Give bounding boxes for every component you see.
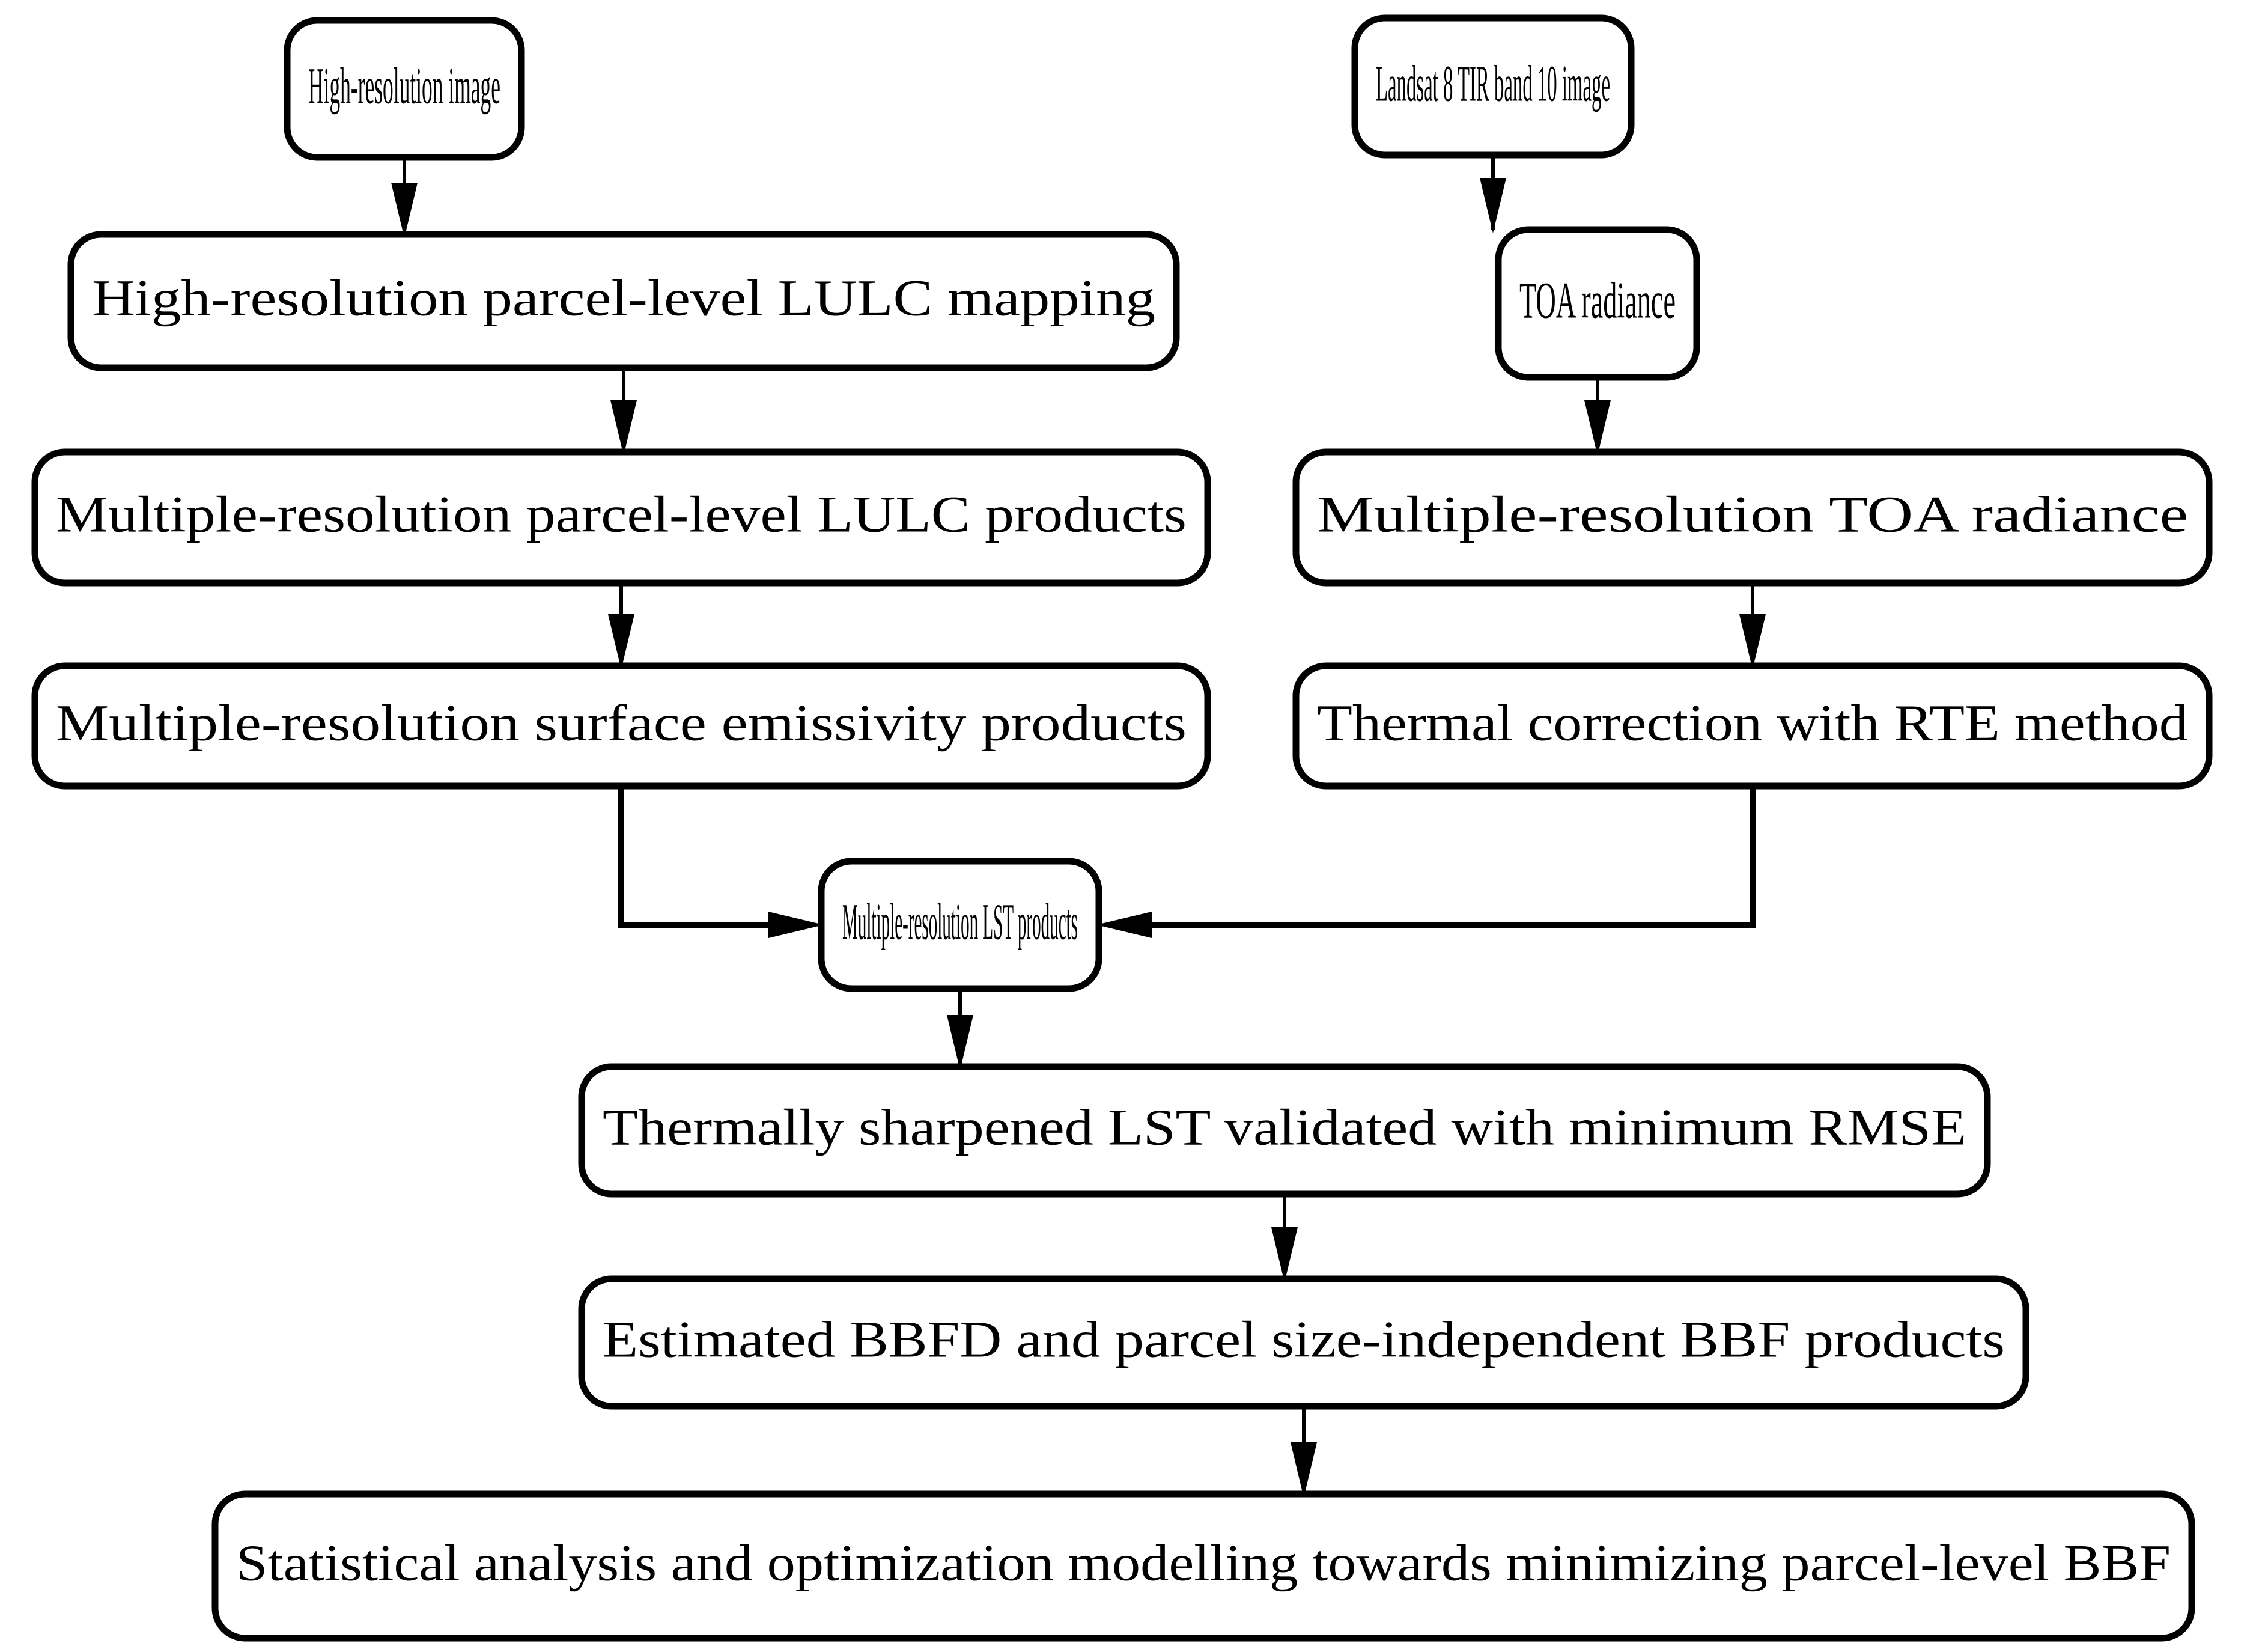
- edge-n5-to-n7: [608, 583, 634, 669]
- node-box: [284, 17, 525, 161]
- node-label: Estimated BBFD and parcel size-independe…: [603, 1311, 2005, 1368]
- edge-n6-to-n8: [1739, 583, 1766, 669]
- node-multiple-resolution-surface-emissivity-products[interactable]: Multiple-resolution surface emissivity p…: [31, 662, 1211, 790]
- edge-n9-to-n10: [947, 989, 973, 1070]
- node-multiple-resolution-parcel-level-lulc-products[interactable]: Multiple-resolution parcel-level LULC pr…: [31, 448, 1211, 587]
- node-box: [1495, 226, 1700, 381]
- node-box: [818, 858, 1102, 992]
- node-box: [578, 1063, 1991, 1198]
- edge-n1-to-n3: [391, 157, 418, 238]
- edge-n2-to-n4: [1480, 155, 1506, 233]
- node-high-resolution-image[interactable]: High-resolution image: [284, 17, 525, 161]
- edge-n10-to-n11: [1271, 1194, 1298, 1282]
- node-landsat-8-tir-band-10-image[interactable]: Landsat 8 TIR band 10 image: [1351, 14, 1635, 159]
- node-box: [211, 1490, 2195, 1642]
- node-label: Multiple-resolution LST products: [842, 893, 1078, 951]
- node-label: Statistical analysis and optimization mo…: [236, 1534, 2171, 1592]
- node-label: Multiple-resolution TOA radiance: [1317, 486, 2188, 543]
- node-label: Thermal correction with RTE method: [1317, 694, 2188, 752]
- node-toa-radiance[interactable]: TOA radiance: [1495, 226, 1700, 381]
- edge-n8-to-n9: [1096, 786, 1756, 938]
- node-thermally-sharpened-lst-validated-with-minimum-rms[interactable]: Thermally sharpened LST validated with m…: [578, 1063, 1991, 1198]
- node-high-resolution-parcel-level-lulc-mapping[interactable]: High-resolution parcel-level LULC mappin…: [67, 231, 1180, 371]
- node-multiple-resolution-toa-radiance[interactable]: Multiple-resolution TOA radiance: [1292, 448, 2213, 587]
- node-label: Multiple-resolution surface emissivity p…: [56, 694, 1187, 752]
- node-multiple-resolution-lst-products[interactable]: Multiple-resolution LST products: [818, 858, 1102, 992]
- node-statistical-analysis-and-optimization-modelling-to[interactable]: Statistical analysis and optimization mo…: [211, 1490, 2195, 1642]
- node-estimated-bbfd-and-parcel-size-independent-bbf-pro[interactable]: Estimated BBFD and parcel size-independe…: [578, 1275, 2029, 1410]
- node-label: TOA radiance: [1519, 272, 1676, 329]
- node-label: Multiple-resolution parcel-level LULC pr…: [56, 486, 1187, 543]
- node-box: [1292, 448, 2213, 587]
- node-box: [31, 448, 1211, 587]
- node-label: Landsat 8 TIR band 10 image: [1376, 55, 1610, 112]
- node-box: [1351, 14, 1635, 159]
- edge-n7-to-n9: [618, 786, 824, 938]
- node-label: High-resolution parcel-level LULC mappin…: [92, 269, 1155, 327]
- node-box: [1292, 662, 2213, 790]
- edge-n11-to-n12: [1291, 1406, 1317, 1498]
- edges-layer: [391, 155, 1766, 1498]
- nodes-layer: High-resolution image Landsat 8 TIR band …: [31, 14, 2213, 1642]
- node-thermal-correction-with-rte-method[interactable]: Thermal correction with RTE method: [1292, 662, 2213, 790]
- node-box: [67, 231, 1180, 371]
- node-label: High-resolution image: [308, 57, 500, 115]
- node-box: [31, 662, 1211, 790]
- node-box: [578, 1275, 2029, 1410]
- edge-n3-to-n5: [610, 368, 637, 456]
- edge-n4-to-n6: [1584, 377, 1611, 456]
- node-label: Thermally sharpened LST validated with m…: [603, 1099, 1966, 1156]
